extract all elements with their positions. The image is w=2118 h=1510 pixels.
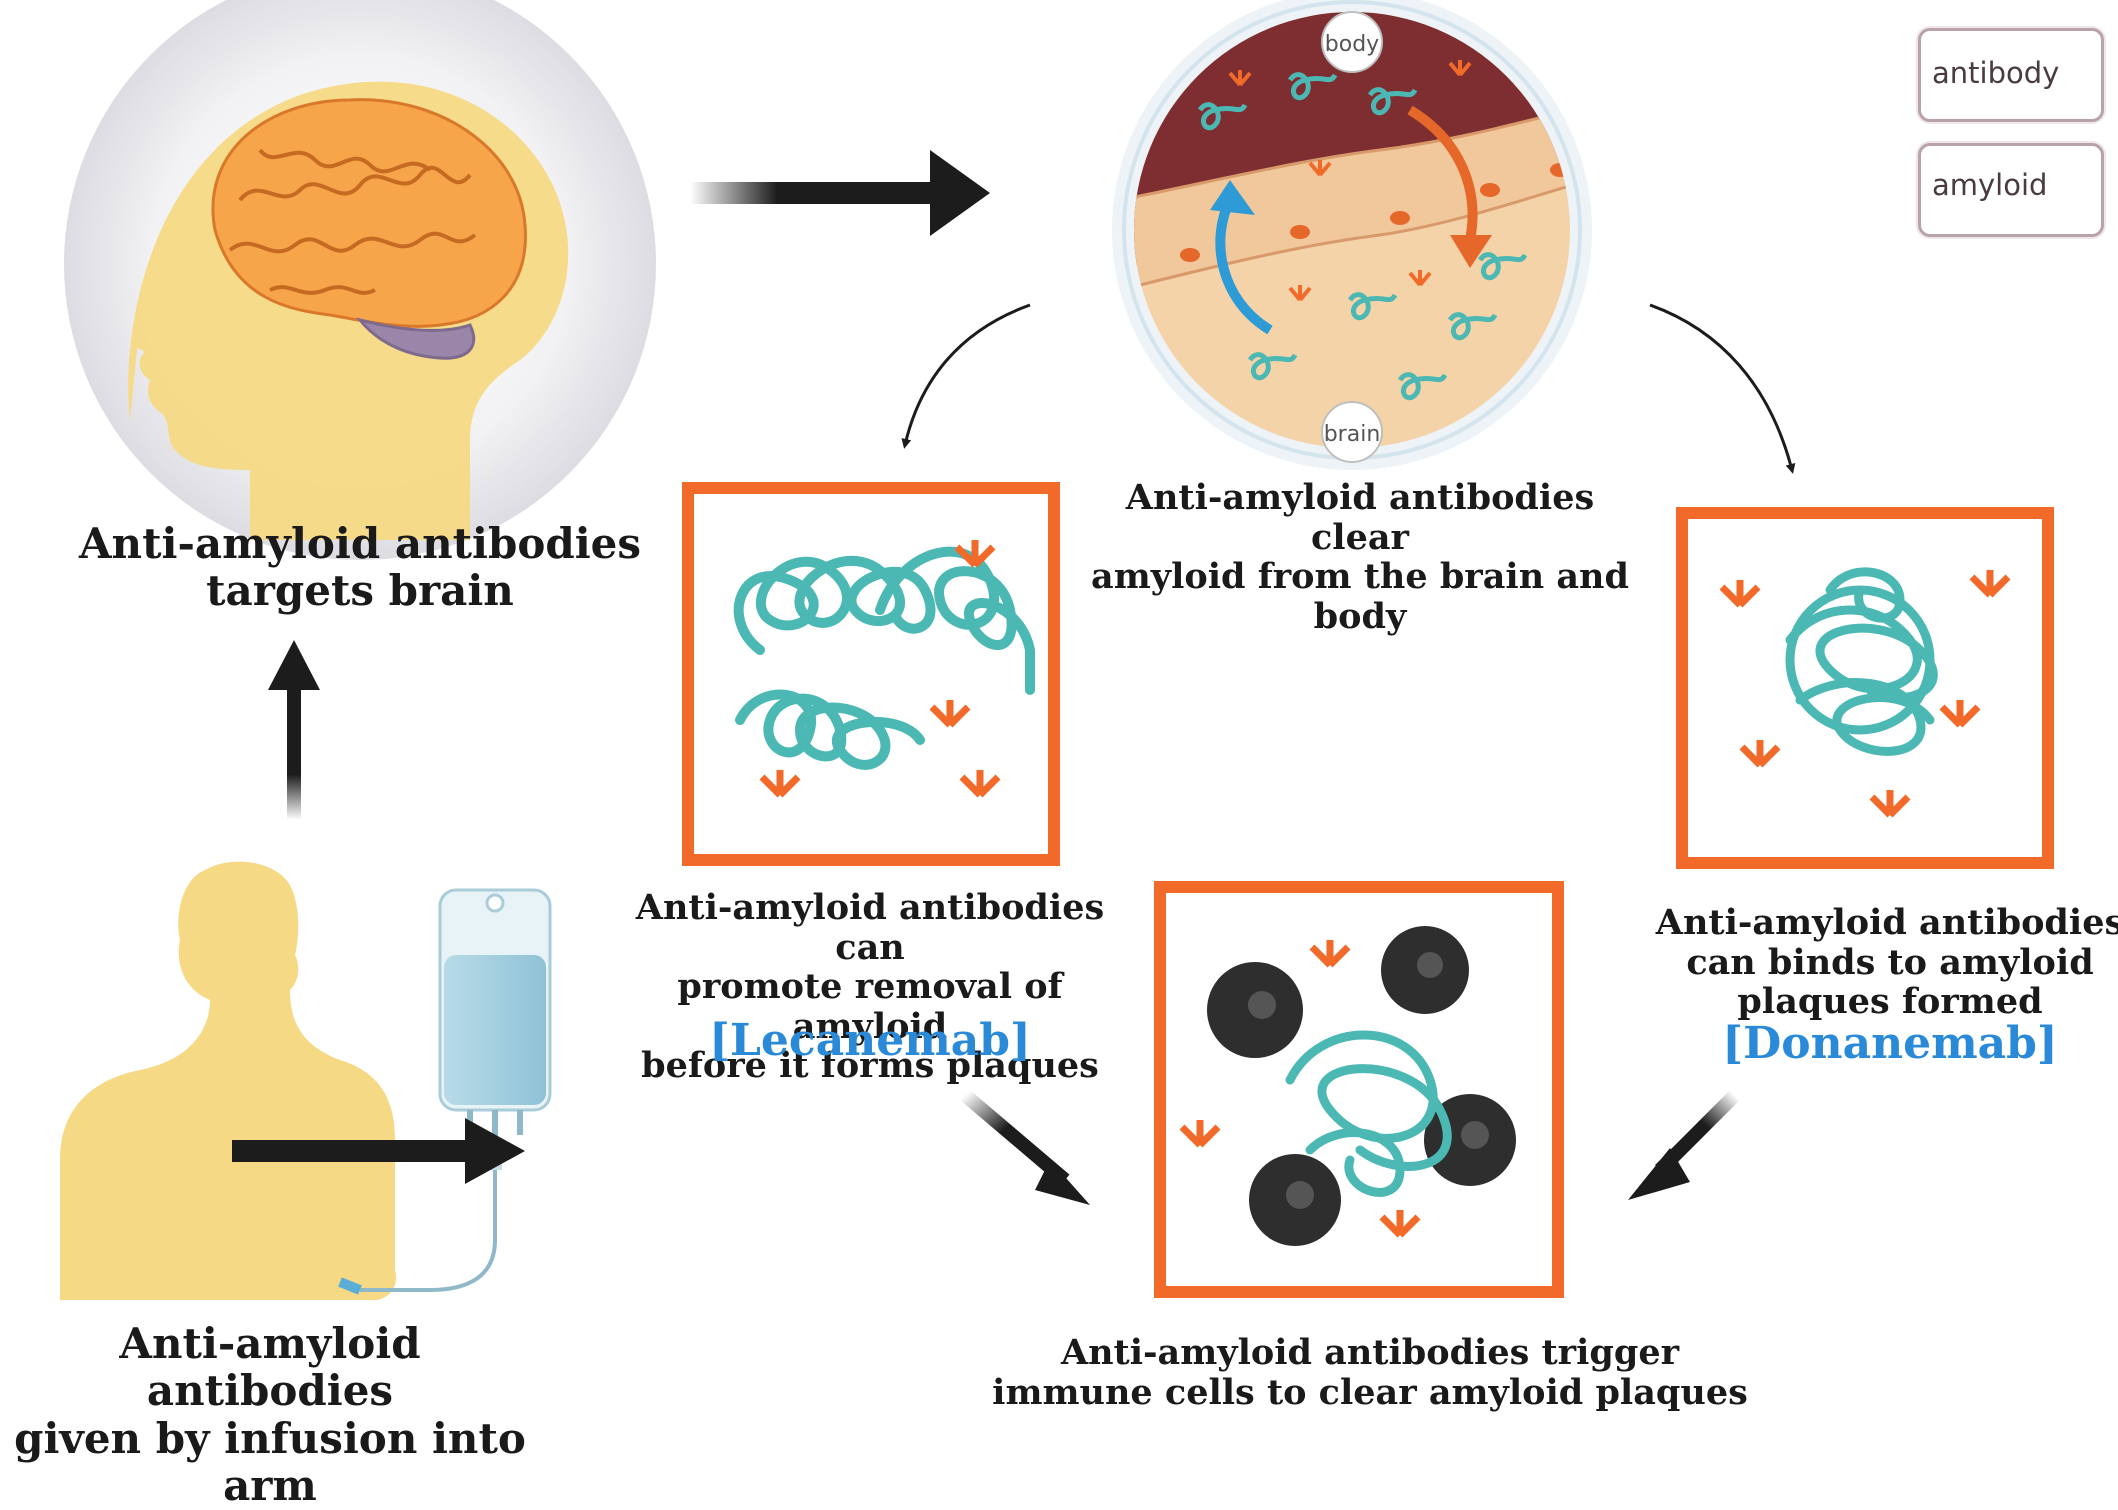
arrow-brain-to-bubble — [690, 150, 990, 236]
arrow-up-to-brain — [268, 640, 320, 820]
arrow-donanemab-to-immune — [1628, 1090, 1740, 1200]
legend-amyloid-label: amyloid — [1932, 168, 2048, 202]
bubble-label-body: body — [1325, 32, 1379, 57]
donanemab-panel — [1676, 507, 2054, 869]
legend-antibody-label: antibody — [1932, 56, 2060, 90]
drug-name-lecanemab: [Lecanemab] — [709, 1015, 1031, 1066]
iv-bag-icon — [338, 888, 552, 1295]
caption-clear-body: Anti-amyloid antibodies clear amyloid fr… — [1091, 477, 1629, 637]
lecanemab-panel — [682, 482, 1060, 866]
arrow-to-iv — [232, 1118, 525, 1184]
caption-donanemab: Anti-amyloid antibodies can binds to amy… — [1655, 902, 2118, 1023]
immune-cells-panel — [1154, 881, 1564, 1298]
arrow-lecanemab-to-immune — [960, 1089, 1090, 1205]
legend-amyloid — [1918, 143, 2104, 237]
person-infusion-illustration — [60, 861, 552, 1300]
caption-immune: Anti-amyloid antibodies trigger immune c… — [992, 1332, 1748, 1413]
bubble-label-brain: brain — [1324, 422, 1381, 447]
blood-brain-barrier-bubble — [1112, 0, 1592, 470]
head-brain-illustration — [64, 0, 656, 560]
caption-lecanemab: Anti-amyloid antibodies can promote remo… — [635, 887, 1105, 1087]
arrow-bubble-to-donanemab — [1649, 303, 1796, 474]
drug-name-donanemab: [Donanemab] — [1722, 1018, 2058, 1069]
brain-icon — [211, 98, 527, 360]
caption-brain-target: Anti-amyloid antibodies targets brain — [78, 519, 642, 616]
diagram-canvas: body brain — [60, 0, 2089, 1300]
arrow-bubble-to-lecanemab — [901, 303, 1031, 449]
legend-antibody — [1918, 28, 2104, 122]
caption-infusion: Anti-amyloid antibodies given by infusio… — [14, 1319, 526, 1510]
